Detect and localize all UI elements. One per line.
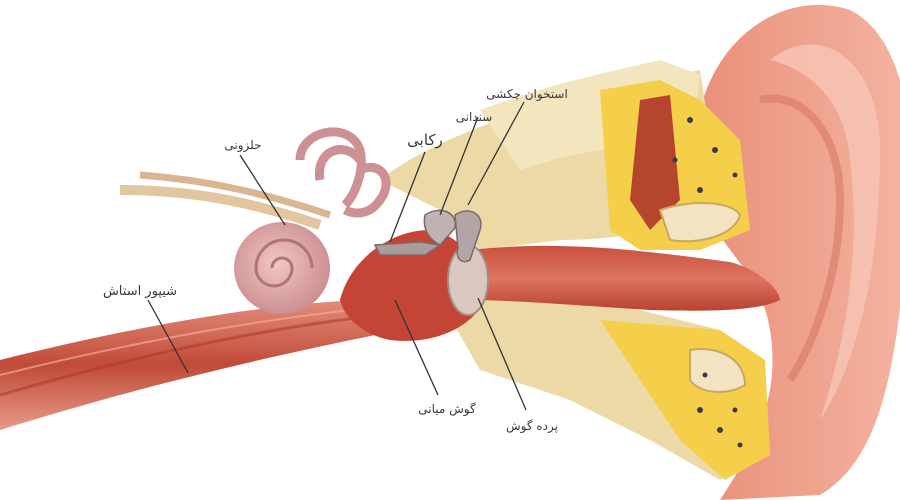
leader-malleus	[467, 101, 525, 206]
incus-shape	[423, 209, 456, 246]
temporal-bone-lower	[440, 300, 770, 480]
leader-middle-ear	[394, 299, 439, 396]
stapes-shape	[373, 241, 443, 256]
leader-lines	[147, 101, 527, 411]
bone-marrow-dots	[672, 117, 738, 213]
temporal-bone-upper	[380, 60, 750, 250]
label-middle-ear: گوش میانی	[418, 402, 476, 417]
leader-eustachian	[147, 299, 189, 374]
label-malleus: استخوان چکشی	[486, 87, 568, 102]
eustachian-tube	[0, 300, 400, 430]
nerves	[119, 171, 332, 230]
label-cochlea: حلزونی	[224, 138, 261, 153]
leader-cochlea	[239, 154, 286, 226]
leader-stapes	[389, 151, 426, 243]
label-stapes: رکابی	[407, 131, 443, 149]
label-incus: سندانی	[456, 110, 493, 124]
cochlea-shape	[234, 222, 330, 314]
semicircular-canals	[295, 127, 391, 218]
label-eardrum: پرده گوش	[506, 419, 558, 434]
label-eustachian-tube: شیپور استاش	[103, 284, 177, 299]
pinna	[700, 4, 900, 500]
leader-incus	[439, 116, 479, 216]
malleus-shape	[454, 210, 482, 263]
middle-ear-cavity	[340, 230, 485, 341]
ossicles	[373, 209, 482, 263]
labels: استخوان چکشی سندانی رکابی حلزونی شیپور ا…	[103, 87, 568, 434]
ear-canal	[470, 245, 780, 311]
leader-eardrum	[477, 297, 527, 411]
